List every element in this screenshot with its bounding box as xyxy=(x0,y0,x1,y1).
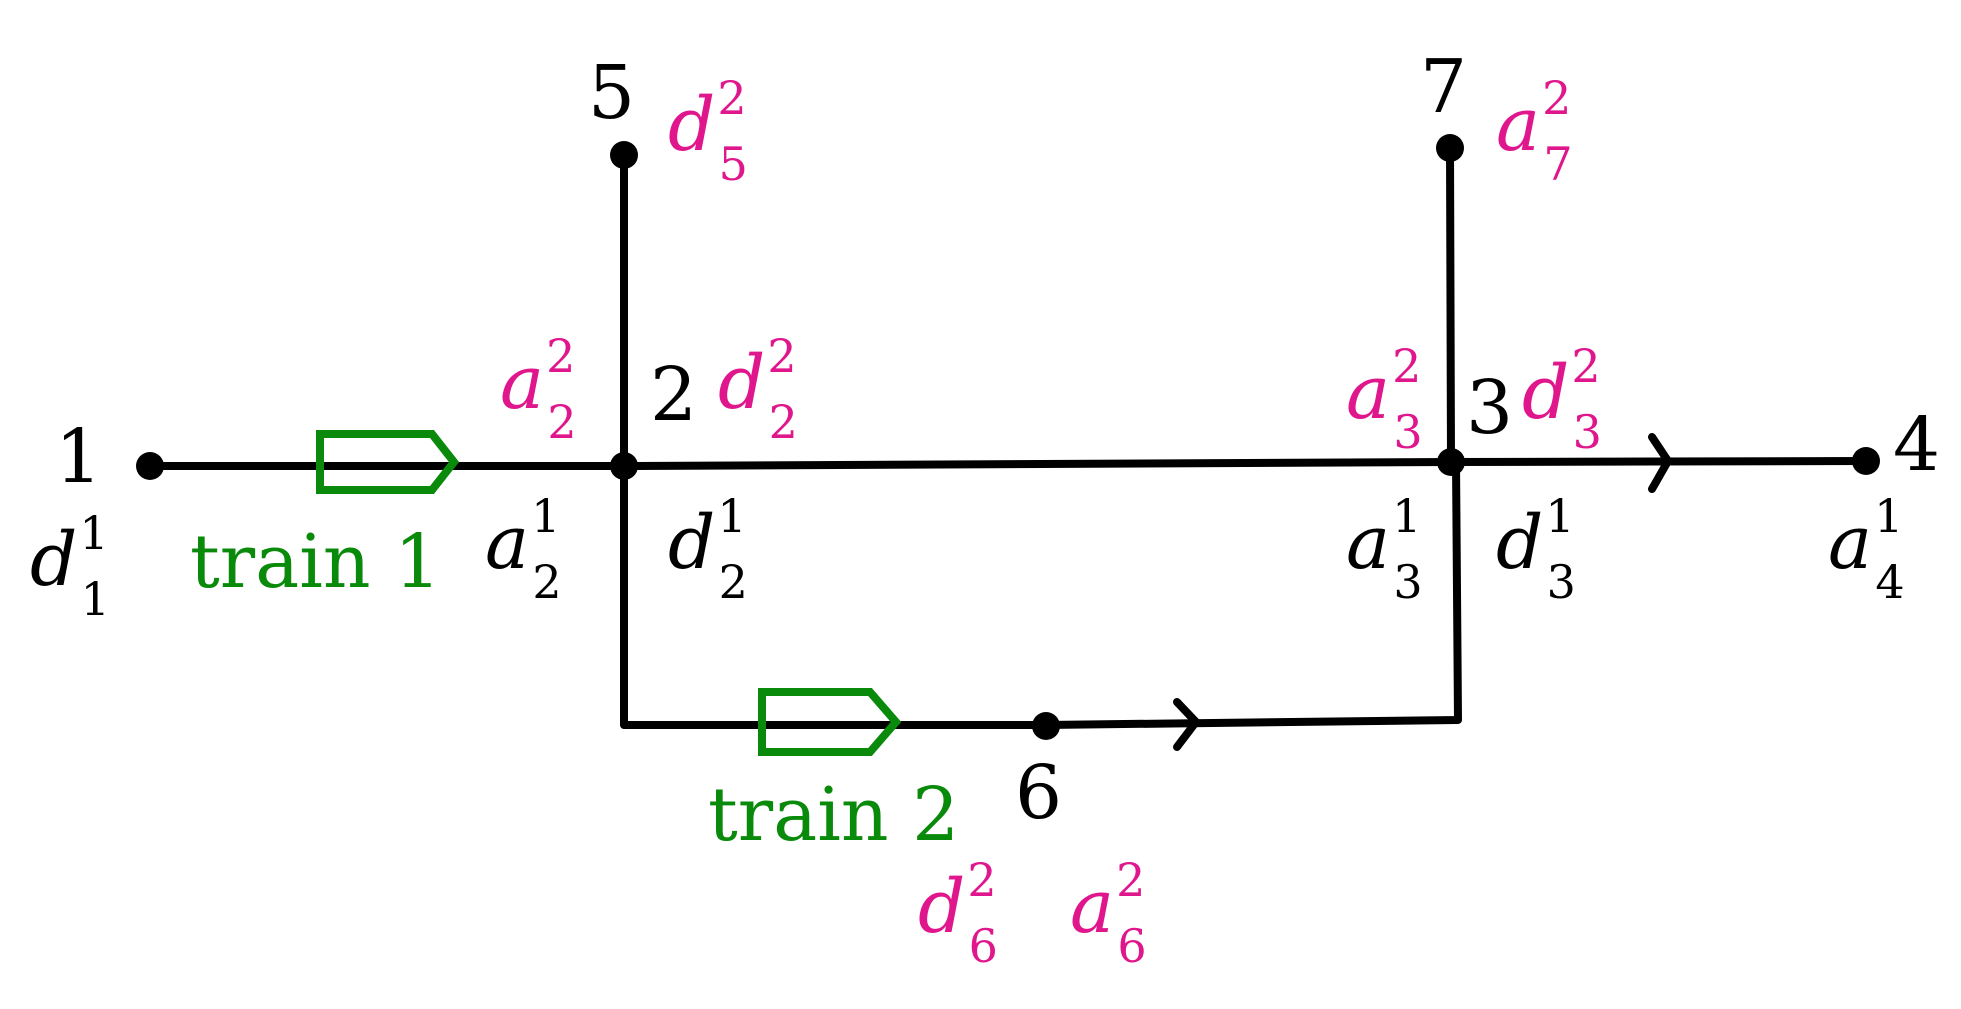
node-dot-7 xyxy=(1436,134,1464,162)
track-7-3 xyxy=(1446,144,1455,466)
train-labels: train 1 train 2 xyxy=(190,519,959,858)
node-dot-5 xyxy=(610,141,638,169)
node-label-4: 4 xyxy=(1893,402,1940,488)
track-2-6-3-loop xyxy=(620,458,1462,729)
train-2-shape xyxy=(758,688,902,756)
train-2-label: train 2 xyxy=(708,772,959,858)
node-label-2: 2 xyxy=(650,352,697,438)
track-2-3 xyxy=(620,458,1455,470)
node-label-5: 5 xyxy=(588,50,635,136)
node-label-1: 1 xyxy=(55,414,102,500)
node-dot-6 xyxy=(1032,712,1060,740)
direction-arrow-loop xyxy=(1173,698,1200,751)
train-1-shape xyxy=(316,430,460,494)
track-segments xyxy=(146,144,1870,751)
node-label-7: 7 xyxy=(1420,44,1467,130)
node-dot-4 xyxy=(1852,447,1880,475)
train-shapes xyxy=(316,430,902,756)
train-1-label: train 1 xyxy=(190,519,441,605)
track-3-4 xyxy=(1447,457,1870,466)
node-dot-1 xyxy=(136,452,164,480)
node-dot-3 xyxy=(1437,448,1465,476)
node-dots xyxy=(136,134,1880,740)
node-label-6: 6 xyxy=(1015,750,1062,836)
node-dot-2 xyxy=(610,452,638,480)
node-labels: 1 2 3 4 5 6 7 xyxy=(55,44,1940,836)
node-label-3: 3 xyxy=(1466,365,1513,451)
direction-arrow-main xyxy=(1648,433,1672,493)
